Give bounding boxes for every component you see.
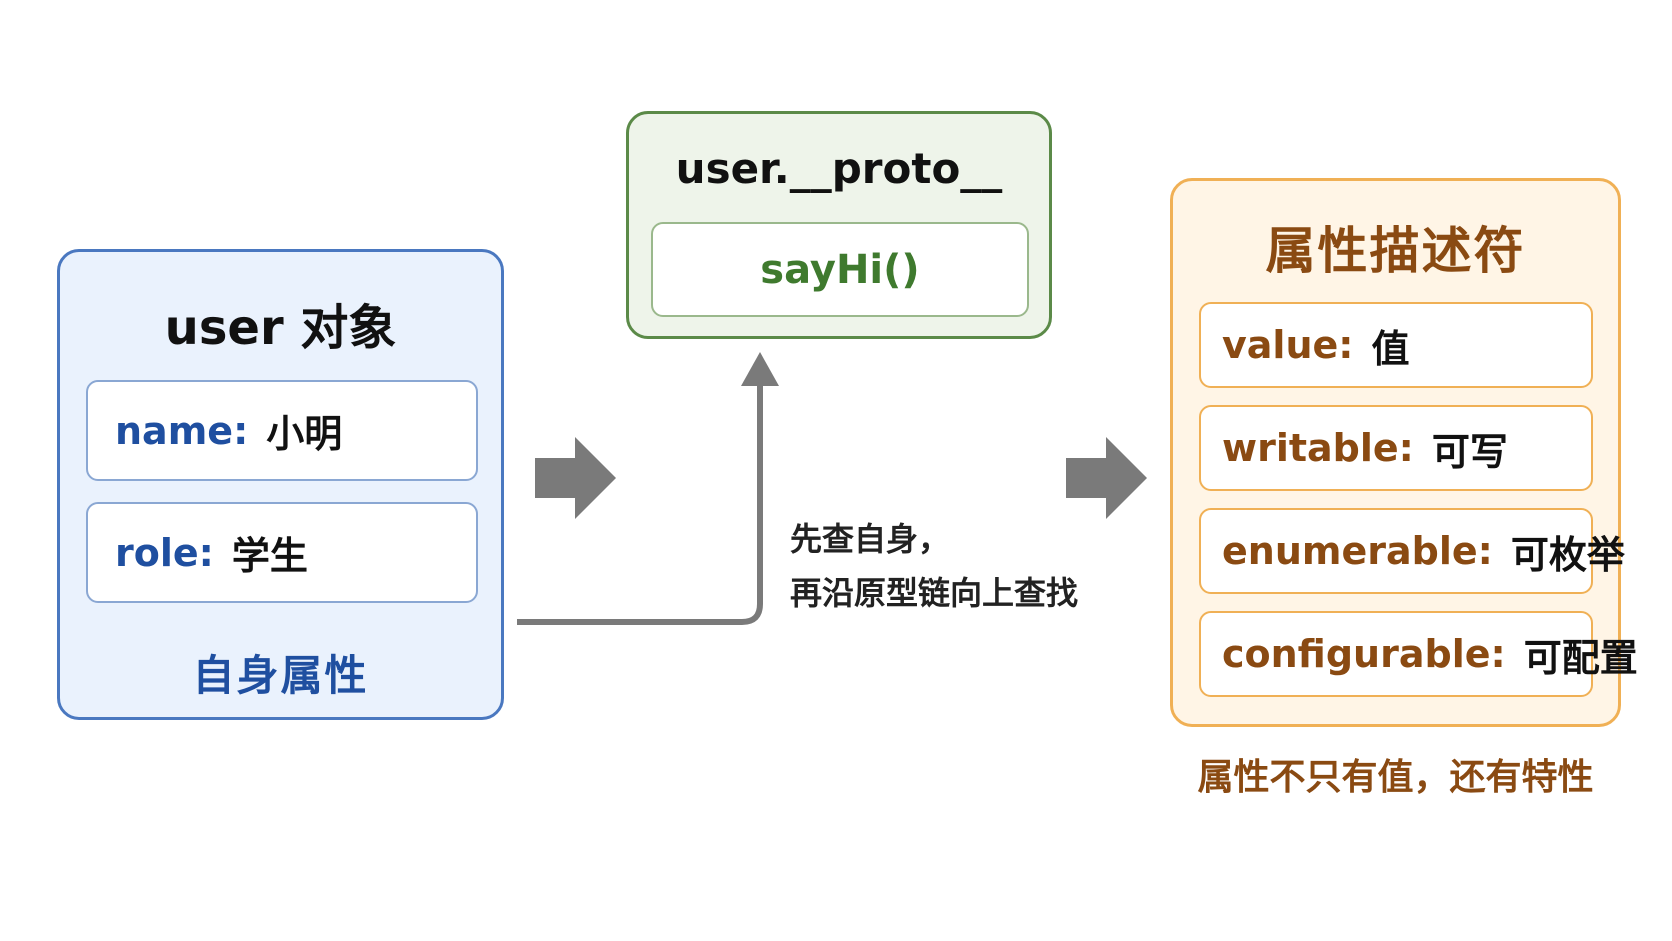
descriptor-footer: 属性不只有值，还有特性 [1197, 757, 1594, 798]
descriptor-item-writable: writable: 可写 [1199, 405, 1593, 491]
descriptor-key: value: [1222, 323, 1354, 367]
property-name: name: 小明 [86, 380, 478, 481]
descriptor-item-enumerable: enumerable: 可枚举 [1199, 508, 1625, 594]
descriptor-item-value: value: 值 [1199, 302, 1593, 388]
descriptor-value: 可写 [1431, 429, 1508, 474]
prototype-panel: user.__proto__ sayHi() [626, 111, 1052, 339]
property-value: 学生 [231, 534, 308, 578]
up-arrow-head-icon [741, 352, 779, 386]
property-value: 小明 [266, 412, 343, 456]
lookup-note-line2: 再沿原型链向上查找 [790, 574, 1079, 612]
descriptor-key: configurable: [1222, 632, 1506, 676]
right-arrow-descriptor-icon [1066, 437, 1147, 519]
descriptor-key: writable: [1222, 426, 1414, 470]
property-key: name: [115, 408, 249, 453]
descriptor-title: 属性描述符 [1265, 222, 1526, 280]
descriptor-value: 值 [1371, 326, 1410, 371]
lookup-note: 先查自身， 再沿原型链向上查找 [790, 512, 1078, 620]
method-sayhi: sayHi() [651, 222, 1029, 317]
right-arrow-user-icon [535, 437, 616, 519]
user-object-title: user 对象 [164, 300, 397, 356]
descriptor-value: 可枚举 [1510, 532, 1625, 577]
prototype-chain-line [517, 380, 763, 625]
property-key: role: [115, 530, 214, 575]
own-properties-label: 自身属性 [192, 651, 369, 700]
descriptor-key: enumerable: [1222, 529, 1493, 573]
prototype-title: user.__proto__ [675, 144, 1003, 193]
lookup-note-line1: 先查自身， [790, 520, 951, 558]
user-object-panel: user 对象 name: 小明 role: 学生 自身属性 [57, 249, 504, 720]
descriptor-value: 可配置 [1523, 635, 1638, 680]
property-role: role: 学生 [86, 502, 478, 603]
descriptor-panel: 属性描述符 value: 值 writable: 可写 enumerable: 可枚举… [1170, 178, 1638, 727]
descriptor-item-configurable: configurable: 可配置 [1199, 611, 1638, 697]
